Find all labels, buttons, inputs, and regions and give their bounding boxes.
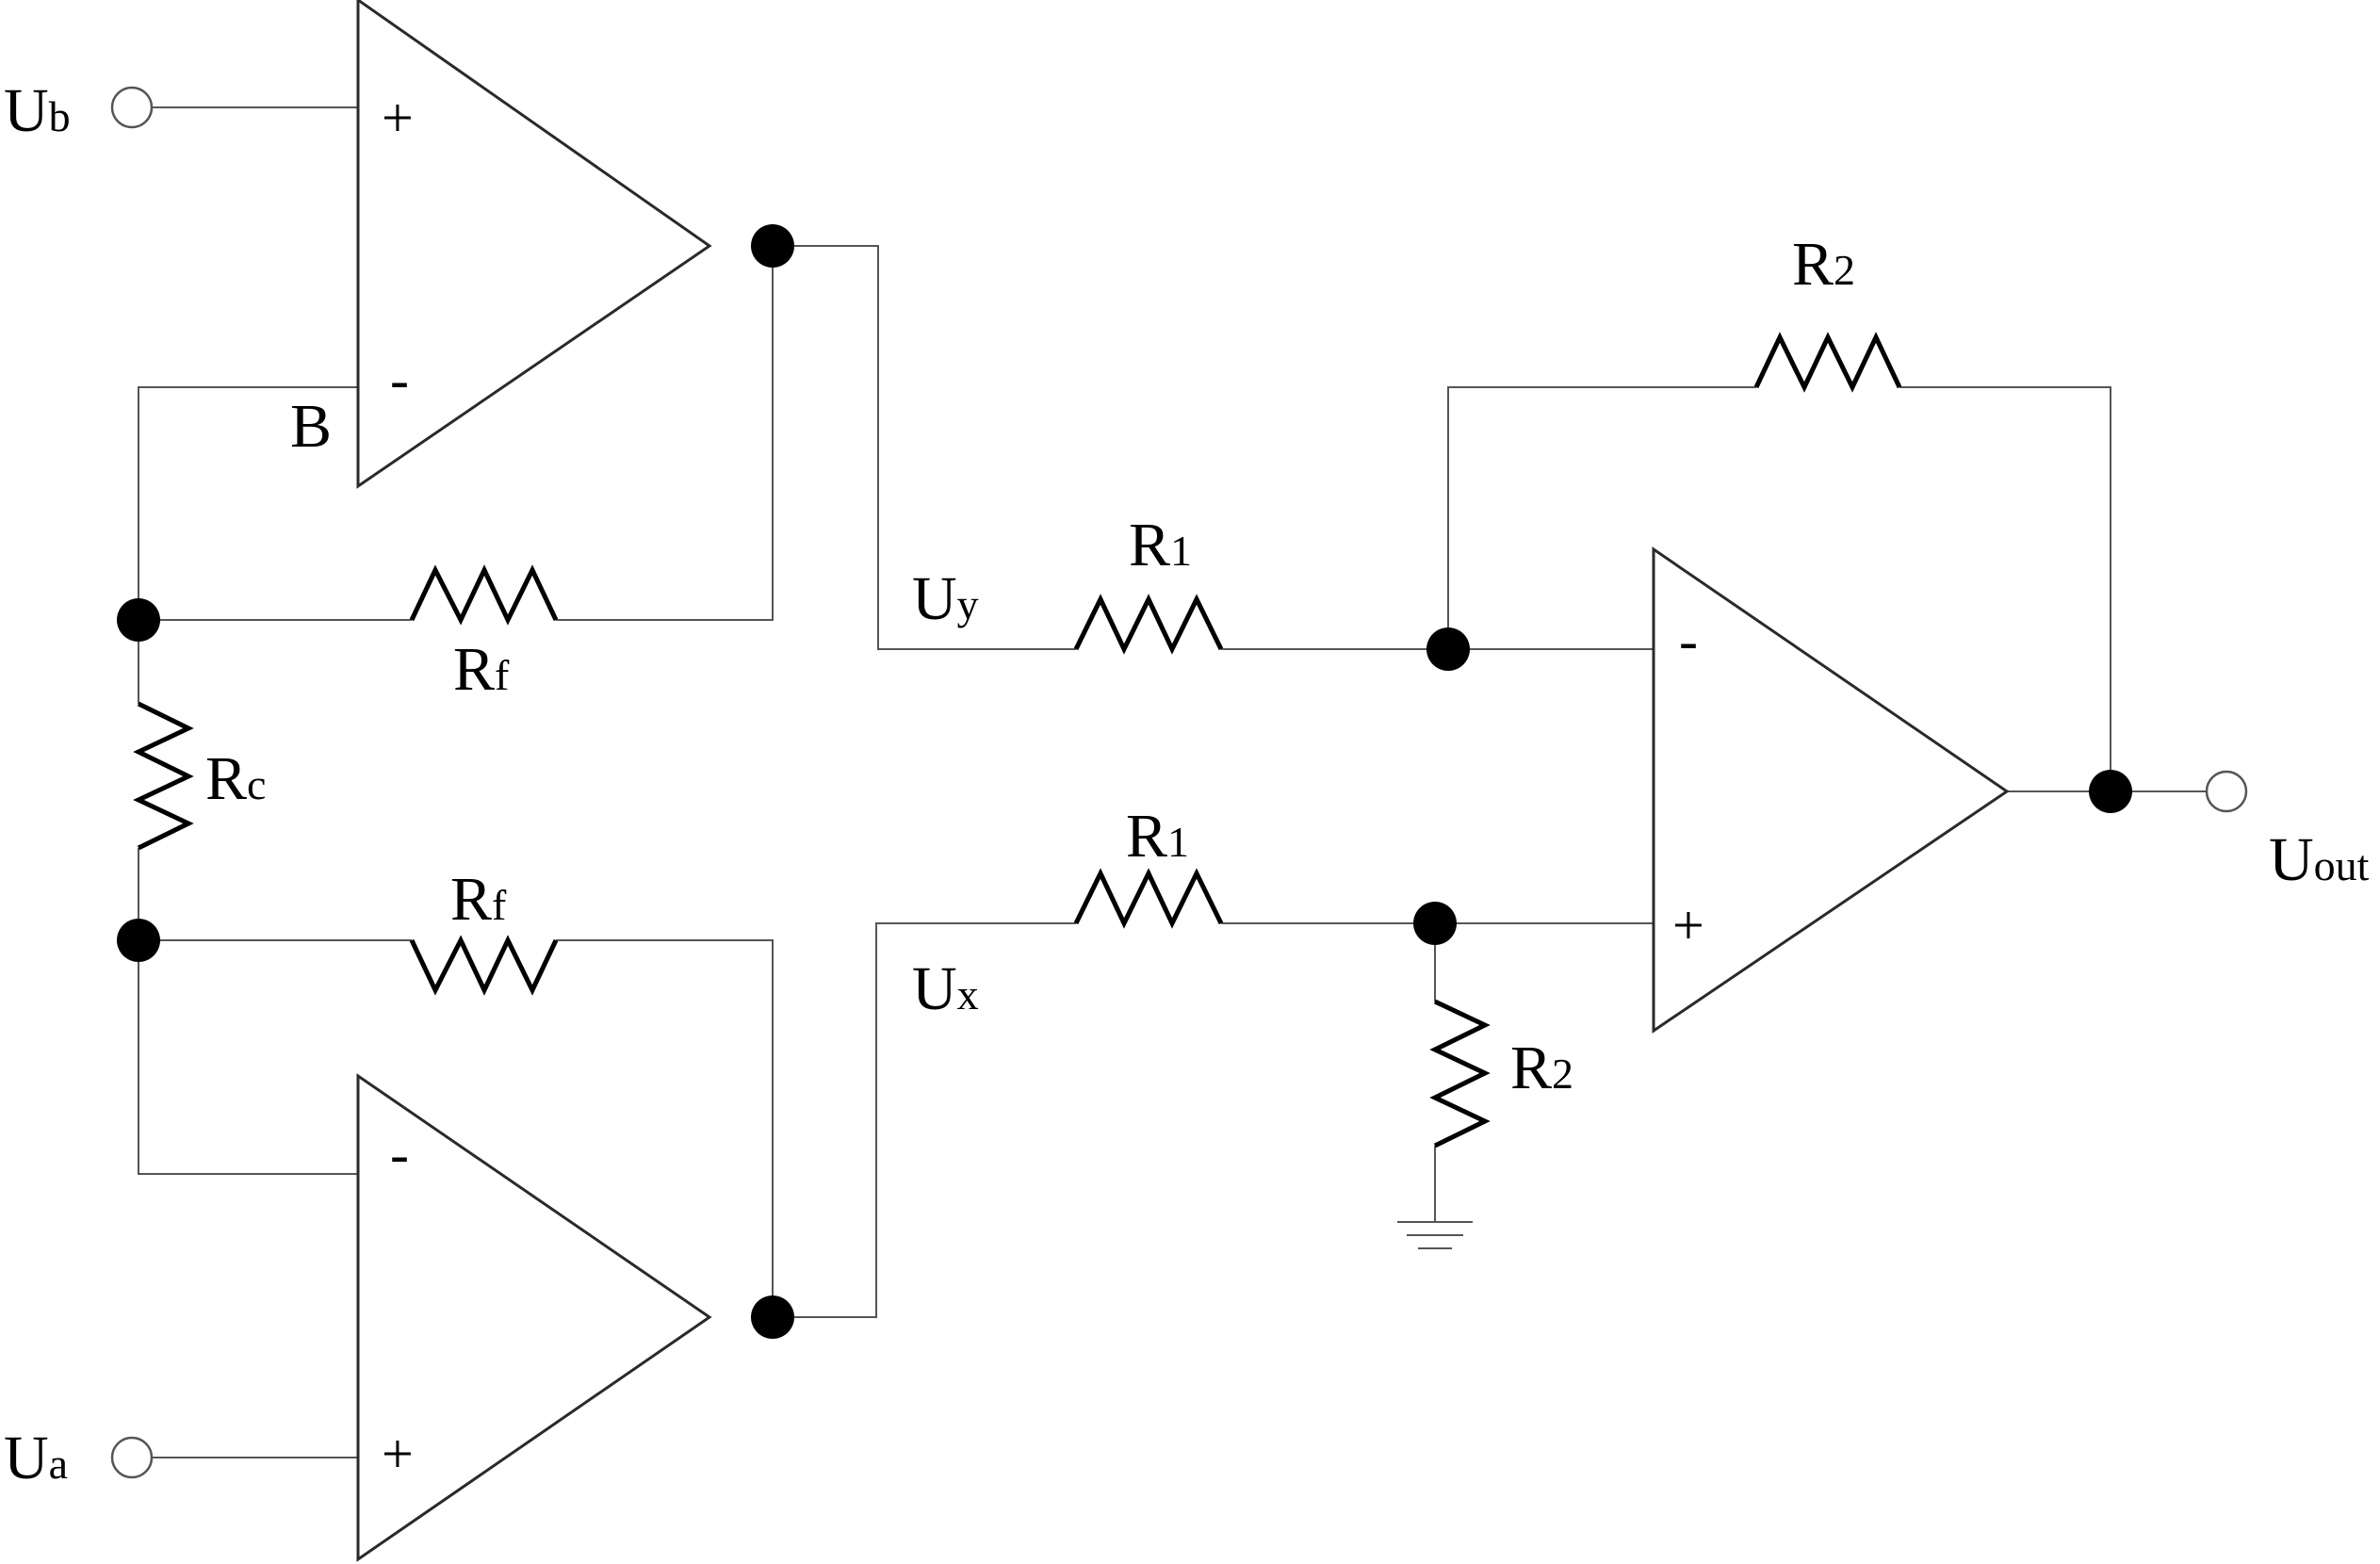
top-plus-sign: + xyxy=(382,87,414,149)
terminal-ub xyxy=(110,86,154,129)
junction-rf-rc-top xyxy=(117,598,160,642)
label-r1-bottom: R1 xyxy=(1126,802,1189,871)
junction-rf-rc-bottom xyxy=(117,919,160,962)
ground-icon xyxy=(1397,1221,1473,1249)
opamp-top xyxy=(356,0,712,489)
junction-noninverting-node xyxy=(1413,902,1457,945)
bottom-minus-sign: - xyxy=(390,1123,409,1185)
label-node-b: B xyxy=(290,392,332,461)
resistor-rf-bottom xyxy=(409,935,559,996)
label-ub: Ub xyxy=(4,76,71,145)
label-ua: Ua xyxy=(4,1424,68,1492)
label-uy: Uy xyxy=(912,564,979,633)
resistor-r1-bottom xyxy=(1073,868,1224,929)
terminal-ua xyxy=(110,1436,154,1479)
label-ux: Ux xyxy=(912,954,979,1023)
label-r2-feedback: R2 xyxy=(1792,230,1855,299)
bottom-plus-sign: + xyxy=(382,1423,414,1485)
diff-plus-sign: + xyxy=(1672,894,1704,956)
resistor-r1-top xyxy=(1073,594,1224,655)
resistor-r2-feedback xyxy=(1753,332,1902,393)
terminal-uout xyxy=(2205,770,2248,813)
top-minus-sign: - xyxy=(390,349,409,411)
junction-inverting-node xyxy=(1426,627,1470,671)
resistor-rf-top xyxy=(409,564,559,626)
label-r1-top: R1 xyxy=(1129,511,1192,579)
label-rf-top: Rf xyxy=(453,635,510,704)
opamp-bottom xyxy=(356,1073,712,1562)
label-rf-bottom: Rf xyxy=(450,865,507,934)
opamp-difference xyxy=(1652,546,2010,1034)
wires xyxy=(138,106,2206,1458)
resistor-r2-ground xyxy=(1429,999,1491,1149)
label-r2-ground: R2 xyxy=(1510,1034,1573,1102)
junction-output xyxy=(2089,770,2132,813)
junction-bottom-output xyxy=(751,1295,794,1339)
label-rc: Rc xyxy=(205,744,266,813)
label-uout: Uout xyxy=(2269,825,2370,894)
resistor-rc xyxy=(133,701,194,851)
junction-top-output xyxy=(751,224,794,268)
diff-minus-sign: - xyxy=(1679,610,1698,672)
